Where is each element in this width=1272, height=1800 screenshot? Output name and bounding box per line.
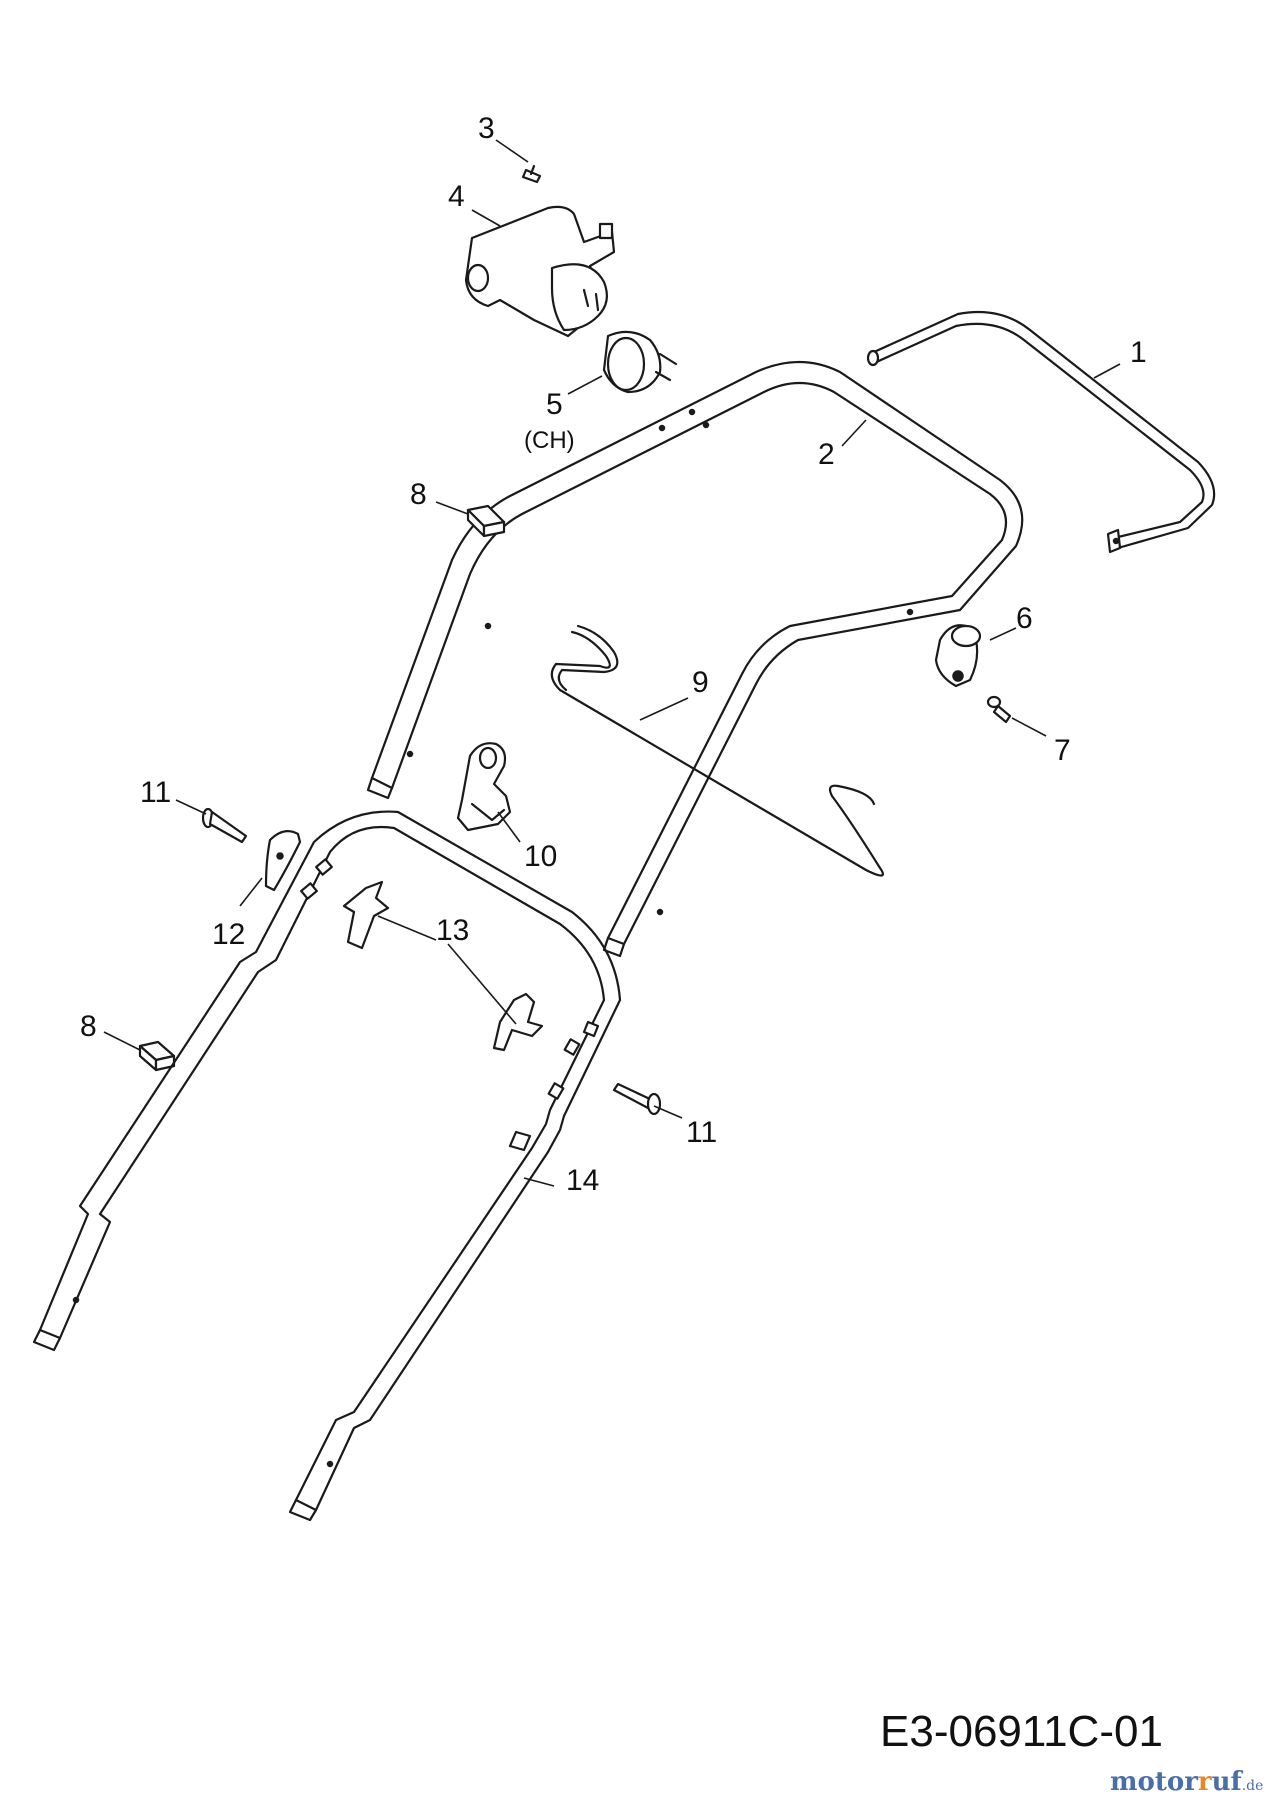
- part-9-cable-guide: [550, 624, 884, 877]
- part-5-plug: [602, 330, 678, 394]
- callout-2: 2: [818, 438, 835, 471]
- leader-lines: [103, 139, 1121, 1187]
- part-10-lock-lever: [456, 742, 512, 832]
- part-13-wing-knob-lower: [492, 992, 544, 1052]
- callout-14: 14: [566, 1164, 599, 1197]
- callout-3: 3: [478, 112, 495, 145]
- part-8-cap-lower: [138, 1040, 176, 1072]
- callout-11-lower: 11: [686, 1116, 717, 1149]
- part-4-switch-box: [464, 205, 616, 338]
- callout-7: 7: [1054, 734, 1071, 767]
- callout-13: 13: [436, 914, 469, 947]
- drawing-code: E3-06911C-01: [880, 1707, 1163, 1756]
- part-12-spring-clip: [264, 829, 302, 892]
- part-11-bolt-upper: [201, 807, 248, 844]
- part-6-cable-clip: [934, 624, 982, 688]
- part-1-bail-bar: [866, 310, 1216, 554]
- part-11-bolt-lower: [612, 1082, 662, 1116]
- part-7-bolt: [986, 695, 1012, 724]
- part-3-screw: [521, 164, 542, 184]
- callout-10: 10: [524, 840, 557, 873]
- callout-5: 5: [546, 388, 563, 421]
- part-2-upper-handle: [366, 360, 1024, 958]
- callout-6: 6: [1016, 602, 1033, 635]
- callout-5-note: (CH): [524, 427, 575, 454]
- callout-labels: 1 2 3 4 5 (CH) 6 7 8 8 9 10 11 11 12 13 …: [80, 112, 1147, 1197]
- callout-8-lower: 8: [80, 1010, 97, 1043]
- watermark-logo: motorruf.de: [1110, 1767, 1263, 1797]
- callout-4: 4: [448, 180, 465, 213]
- callout-12: 12: [212, 918, 245, 951]
- part-14-lower-handle: [32, 810, 622, 1522]
- part-13-wing-knob-upper: [342, 880, 390, 950]
- callout-11-upper: 11: [140, 776, 171, 809]
- watermark-text: motorruf.de: [1110, 1767, 1263, 1797]
- callout-8-upper: 8: [410, 478, 427, 511]
- callout-1: 1: [1130, 336, 1147, 369]
- callout-9: 9: [692, 666, 709, 699]
- part-8-cap-upper: [466, 504, 506, 538]
